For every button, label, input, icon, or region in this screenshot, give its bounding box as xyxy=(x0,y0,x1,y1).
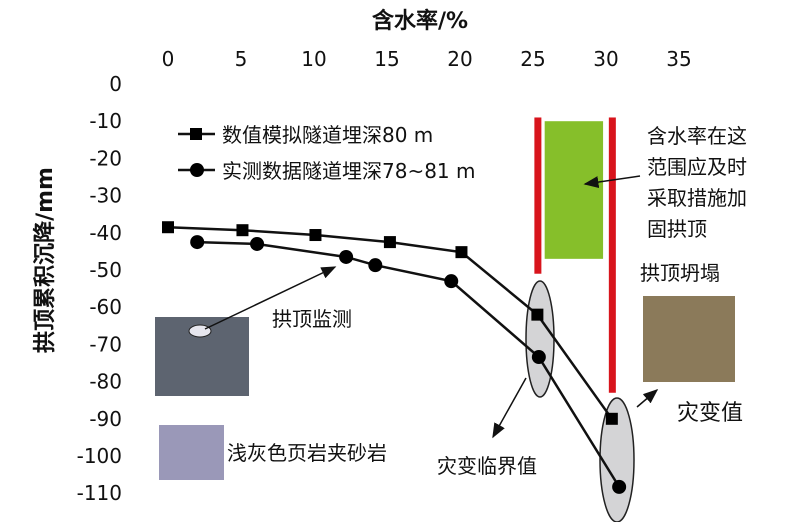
y-tick-label: -80 xyxy=(89,370,122,394)
circle-point xyxy=(531,350,546,365)
rock-label: 浅灰色页岩夹砂岩 xyxy=(227,441,387,465)
collapse-label: 拱顶坍塌 xyxy=(640,261,720,285)
circle-point xyxy=(339,249,354,264)
y-tick-label: -110 xyxy=(77,481,122,505)
square-point xyxy=(383,236,396,249)
circle-point xyxy=(190,235,205,250)
zone-note-line: 范围应及时 xyxy=(647,155,747,179)
legend-square-icon xyxy=(190,128,202,140)
critical-arrow xyxy=(492,377,527,439)
circle-point xyxy=(612,479,627,494)
disaster-arrow xyxy=(636,389,659,408)
y-tick-label: -10 xyxy=(89,109,122,133)
x-axis-title: 含水率/% xyxy=(372,8,468,34)
green-zone xyxy=(544,121,604,259)
x-tick-label: 30 xyxy=(593,47,618,71)
legend-label: 实测数据隧道埋深78~81 m xyxy=(222,159,476,183)
rock-photo xyxy=(159,425,224,480)
zone-arrow xyxy=(583,175,641,188)
y-tick-label: -70 xyxy=(89,332,122,356)
disaster-label: 灾变值 xyxy=(677,401,743,426)
square-point xyxy=(236,224,249,237)
square-point xyxy=(162,221,174,234)
y-tick-label: -50 xyxy=(89,258,122,282)
red-bar-right xyxy=(608,117,616,393)
square-point xyxy=(531,308,544,321)
square-point xyxy=(455,246,468,259)
square-point xyxy=(309,229,322,242)
monitor-arrow xyxy=(204,266,337,330)
x-tick-label: 25 xyxy=(520,47,545,71)
y-tick-label: -60 xyxy=(89,295,122,319)
y-tick-label: -40 xyxy=(89,221,122,245)
critical-ellipse xyxy=(525,280,555,398)
circle-point xyxy=(444,274,459,289)
x-tick-label: 10 xyxy=(301,47,326,71)
x-tick-label: 0 xyxy=(162,47,175,71)
square-point xyxy=(605,412,618,425)
zone-note-line: 采取措施加 xyxy=(647,186,747,210)
y-tick-label: -30 xyxy=(89,184,122,208)
circle-point xyxy=(368,258,383,273)
y-axis-title: 拱顶累积沉降/mm xyxy=(33,167,58,353)
legend-circle-icon xyxy=(190,163,204,177)
x-tick-label: 35 xyxy=(666,47,691,71)
zone-note-line: 固拱顶 xyxy=(647,217,707,241)
collapse-photo xyxy=(643,296,735,382)
disaster-ellipse xyxy=(599,397,635,522)
circle-point xyxy=(250,236,265,251)
monitor-label: 拱顶监测 xyxy=(272,307,352,331)
y-tick-label: 0 xyxy=(109,72,122,96)
monitor-point xyxy=(188,324,212,338)
x-tick-label: 5 xyxy=(235,47,248,71)
y-tick-label: -100 xyxy=(77,444,122,468)
red-bar-left xyxy=(534,117,542,274)
x-tick-label: 20 xyxy=(447,47,472,71)
zone-note-line: 含水率在这 xyxy=(647,124,747,148)
y-tick-label: -20 xyxy=(89,146,122,170)
critical-label: 灾变临界值 xyxy=(437,454,537,478)
legend-label: 数值模拟隧道埋深80 m xyxy=(222,123,433,147)
x-tick-label: 15 xyxy=(374,47,399,71)
y-tick-label: -90 xyxy=(89,407,122,431)
